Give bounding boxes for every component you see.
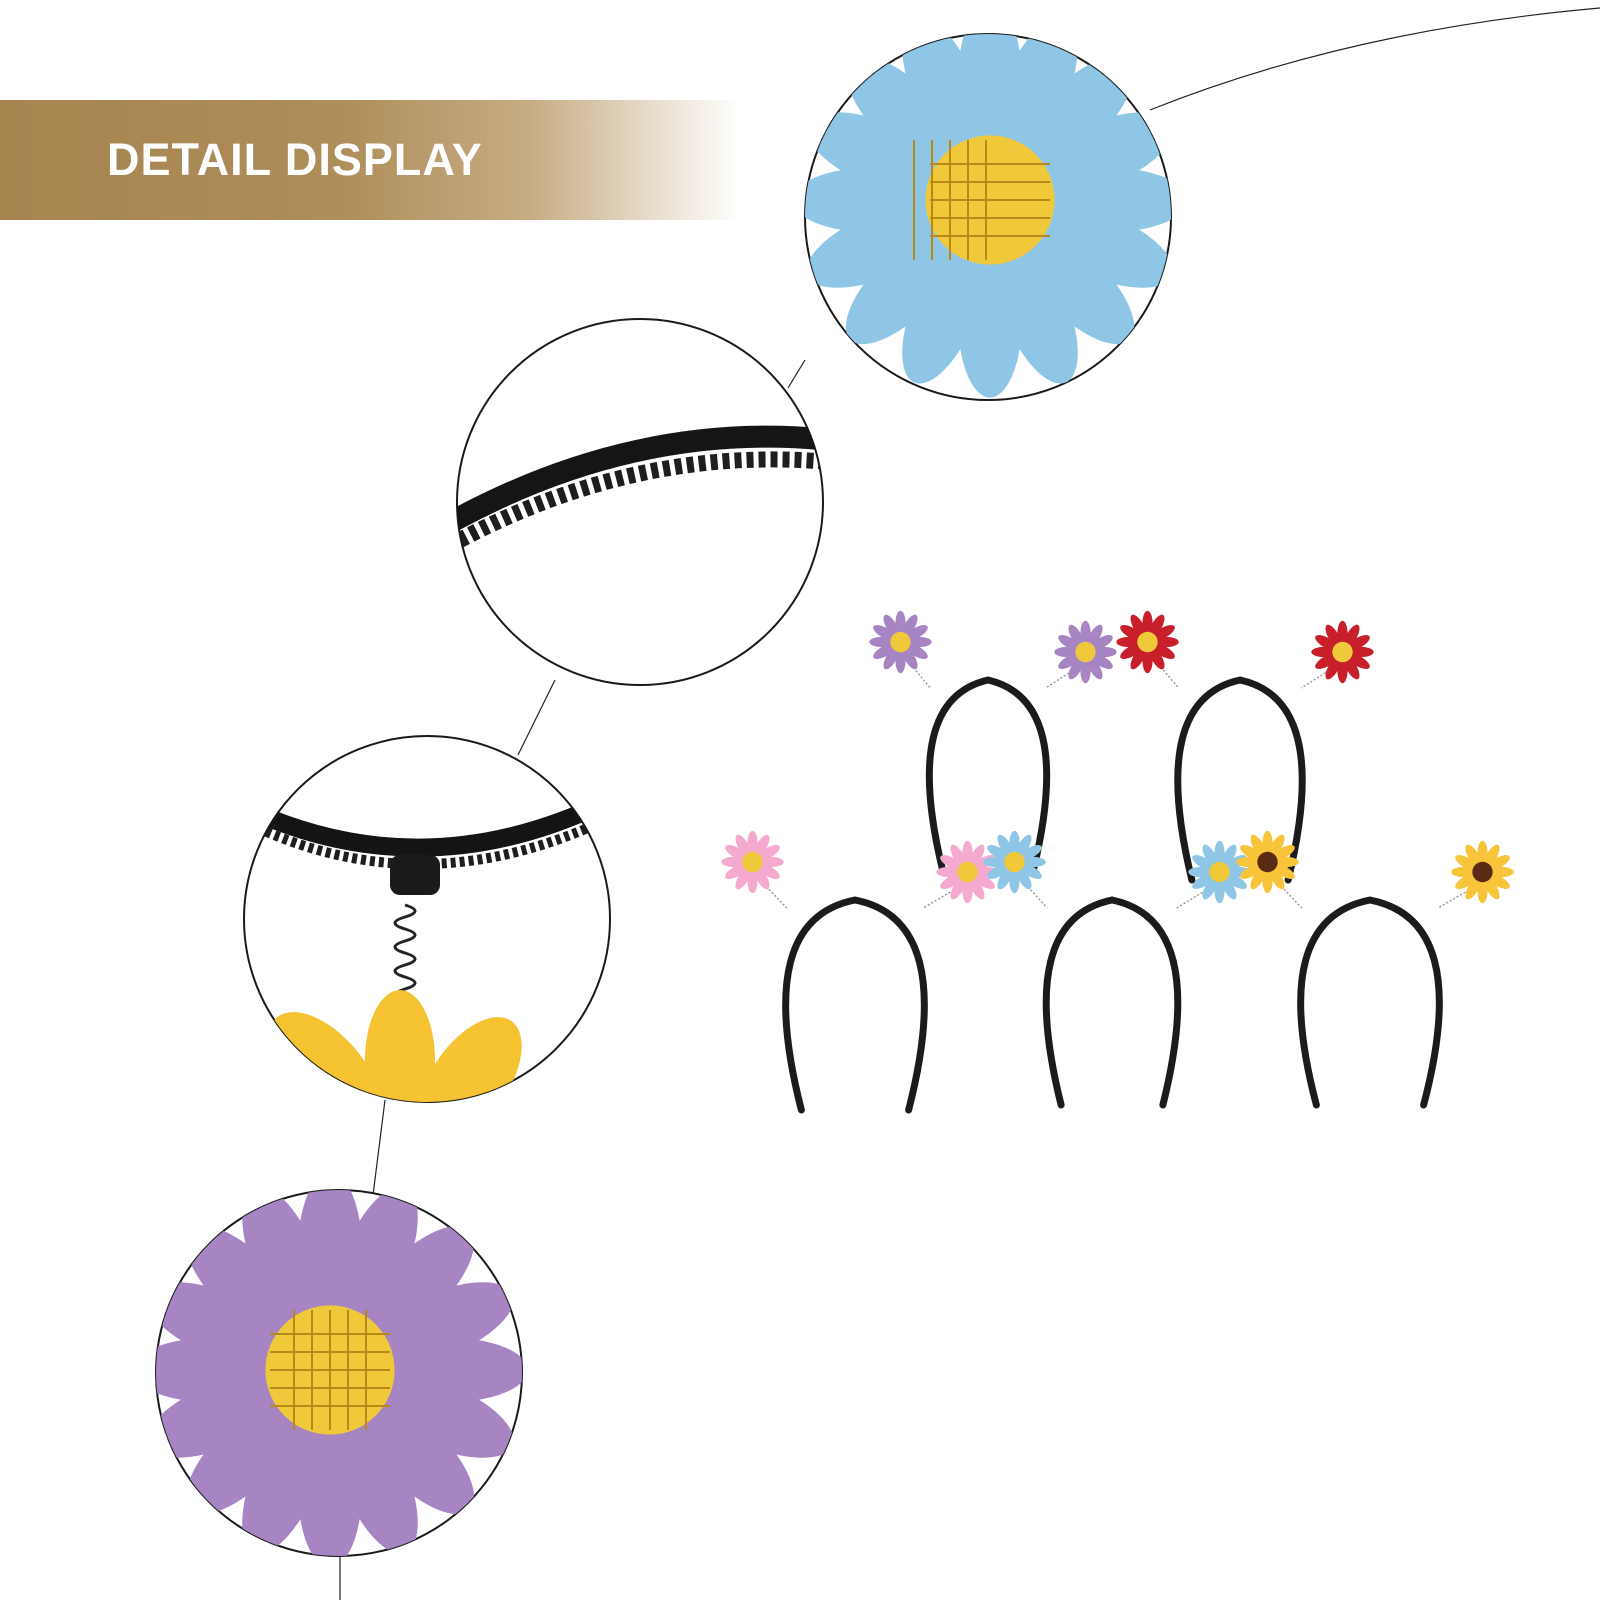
flower-icon bbox=[1451, 840, 1514, 904]
connector-lines bbox=[339, 7, 1600, 1600]
flower-icon bbox=[805, 34, 1171, 398]
flower-icon bbox=[156, 1190, 522, 1556]
flower-icon bbox=[1311, 620, 1374, 684]
detail-circle-headband bbox=[456, 318, 824, 686]
flower-icon bbox=[1054, 620, 1117, 684]
detail-circle-blue-flower bbox=[804, 33, 1172, 401]
pink-flower-headband bbox=[721, 830, 999, 1114]
connector-line-top bbox=[1149, 7, 1600, 111]
blue-flower-headband bbox=[983, 830, 1251, 1109]
blue-flower-icon bbox=[805, 34, 1171, 398]
flower-icon bbox=[869, 610, 932, 674]
yellow-flower-headband bbox=[1236, 830, 1514, 1109]
flower-icon bbox=[983, 830, 1046, 894]
purple-flower-icon bbox=[156, 1190, 522, 1556]
flower-icon bbox=[1116, 610, 1179, 674]
connector-line-2 bbox=[517, 679, 556, 756]
headband-teeth-icon bbox=[457, 425, 823, 548]
detail-circle-purple-flower bbox=[155, 1189, 523, 1557]
flower-icon bbox=[1188, 840, 1251, 904]
headband-set bbox=[721, 610, 1514, 1114]
connector-line-1 bbox=[787, 359, 806, 389]
title-banner bbox=[0, 100, 740, 220]
flower-icon bbox=[721, 830, 784, 894]
red-flower-headband bbox=[1116, 610, 1374, 884]
purple-flower-headband bbox=[869, 610, 1117, 874]
connector-line-3 bbox=[372, 1099, 386, 1196]
flower-icon bbox=[1236, 830, 1299, 894]
flower-icon bbox=[936, 840, 999, 904]
banner-title: DETAIL DISPLAY bbox=[107, 134, 483, 185]
detail-circle-spring bbox=[243, 735, 611, 1103]
